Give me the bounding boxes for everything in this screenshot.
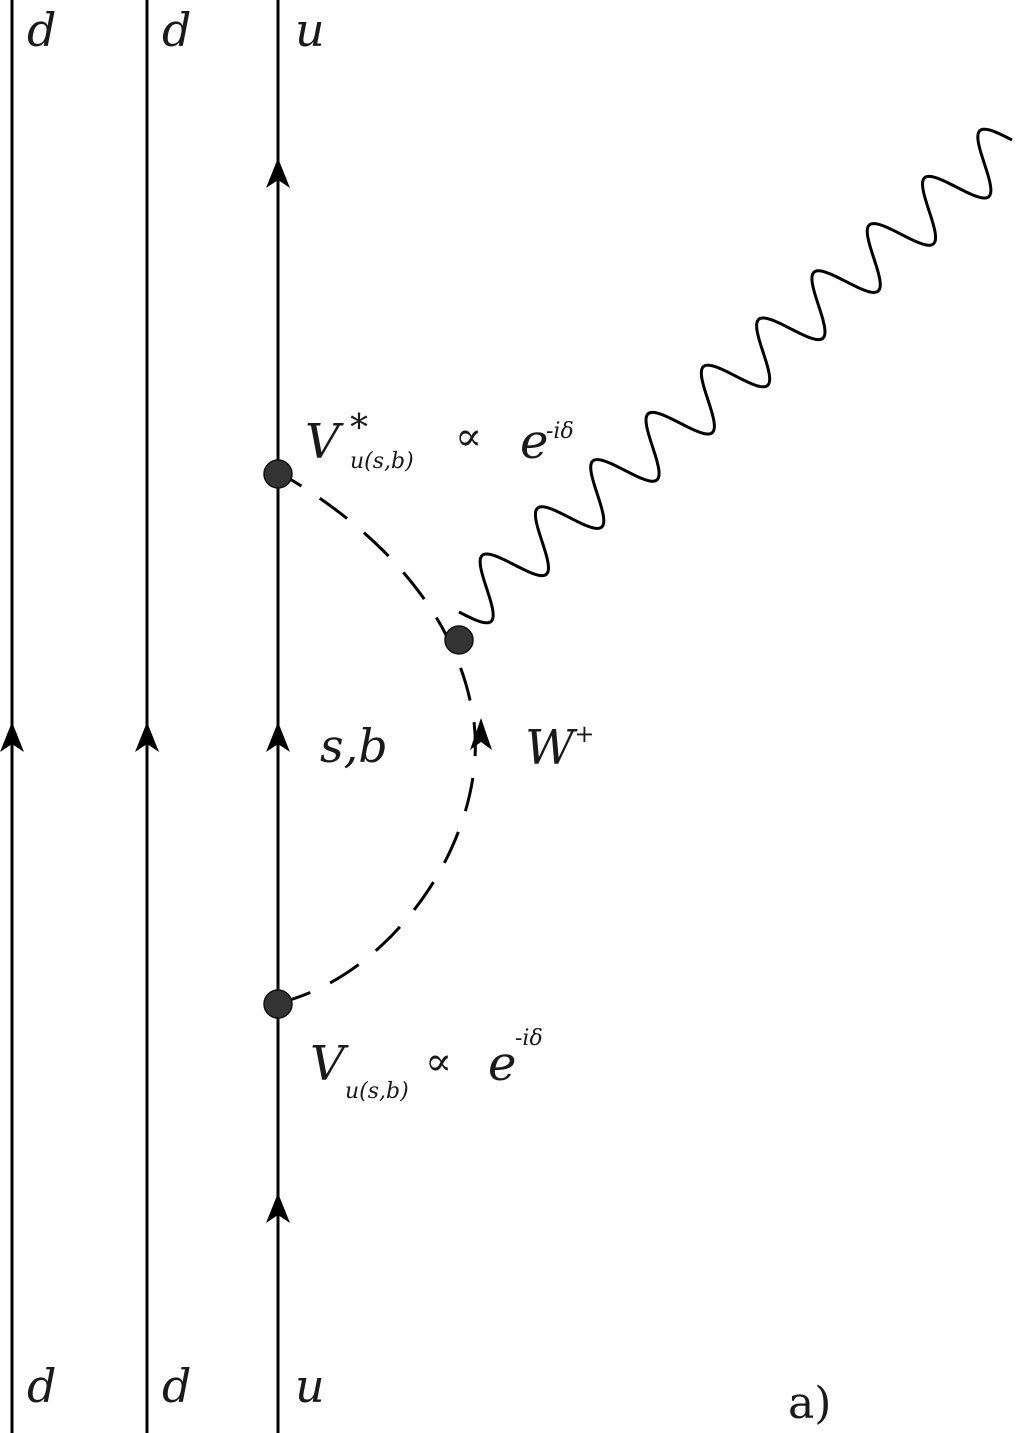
upper-exp: -iδ bbox=[546, 419, 574, 444]
vertex-lower bbox=[263, 989, 293, 1019]
vertex-photon bbox=[444, 625, 474, 655]
panel-label: a) bbox=[788, 1378, 831, 1429]
arrow-line-1 bbox=[0, 722, 24, 752]
lower-e: e bbox=[488, 1036, 516, 1092]
arrow-line-3-bottom bbox=[266, 1193, 290, 1223]
w-sup: + bbox=[574, 720, 594, 748]
upper-v-base: V bbox=[305, 414, 344, 470]
lower-exp: -iδ bbox=[515, 1026, 543, 1051]
vertex-upper bbox=[263, 459, 293, 489]
upper-prop: ∝ bbox=[455, 414, 482, 460]
arrow-line-2 bbox=[135, 722, 159, 752]
label-lower-vertex: V u(s,b) ∝ e -iδ bbox=[310, 1026, 543, 1104]
arrow-w-boson bbox=[470, 718, 492, 750]
label-w-boson: W+ bbox=[525, 720, 594, 776]
w-base: W bbox=[525, 720, 578, 776]
label-top-d-2: d bbox=[162, 3, 191, 57]
upper-v-sub: u(s,b) bbox=[350, 449, 414, 474]
label-top-u: u bbox=[295, 3, 325, 57]
upper-e: e bbox=[520, 414, 548, 470]
label-top-d-1: d bbox=[27, 3, 56, 57]
lower-prop: ∝ bbox=[425, 1039, 452, 1085]
w-boson-loop bbox=[277, 470, 477, 1005]
upper-v-star: * bbox=[350, 408, 368, 449]
label-internal-quark: s,b bbox=[320, 719, 388, 773]
label-bottom-d-1: d bbox=[27, 1359, 56, 1413]
label-bottom-d-2: d bbox=[162, 1359, 191, 1413]
arrow-line-3-top bbox=[266, 158, 290, 188]
photon-line bbox=[458, 127, 1013, 625]
lower-v-sub: u(s,b) bbox=[345, 1079, 409, 1104]
lower-v-base: V bbox=[310, 1036, 349, 1092]
label-bottom-u: u bbox=[295, 1359, 325, 1413]
label-upper-vertex: V * u(s,b) ∝ e -iδ bbox=[305, 408, 574, 474]
arrow-line-3-middle bbox=[266, 722, 290, 752]
